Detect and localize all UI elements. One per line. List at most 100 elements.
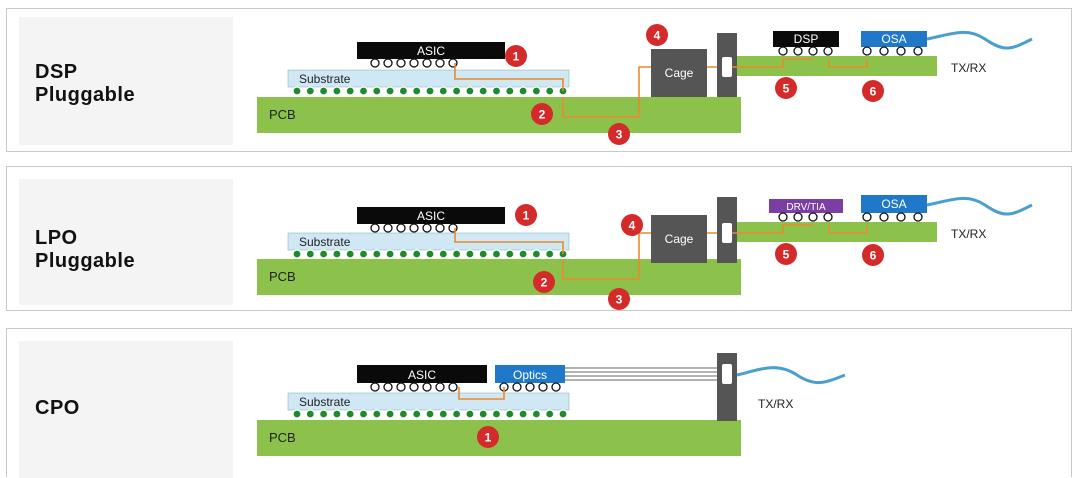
pcb-board (257, 259, 741, 295)
cpo-diagram: PCB Substrate ASIC Optics TX/RX 1 (257, 353, 846, 456)
solder-ball (438, 409, 448, 419)
solder-ball (896, 212, 906, 222)
substrate-balls (292, 409, 568, 419)
solder-ball (412, 409, 422, 419)
panel-title-line2: Pluggable (35, 250, 136, 272)
connector-slot (722, 57, 732, 77)
cage-block (651, 49, 707, 97)
solder-ball (478, 249, 488, 259)
marker-number: 2 (539, 108, 546, 122)
panel-title-line2: Pluggable (35, 84, 136, 106)
marker-circle (531, 103, 553, 125)
drv-tia-balls (778, 212, 833, 222)
osa-chip (861, 195, 927, 213)
marker-2: 2 (531, 103, 553, 125)
solder-ball (396, 382, 406, 392)
solder-ball (409, 223, 419, 233)
marker-1: 1 (505, 45, 527, 67)
panel-cpo: CPO PCB Substrate ASIC Optics TX/RX 1 (6, 328, 1072, 478)
marker-circle (608, 288, 630, 310)
marker-number: 3 (616, 128, 623, 142)
panel-title: CPO (35, 397, 80, 420)
osa-balls (862, 46, 923, 56)
asic-balls (370, 58, 458, 68)
marker-number: 4 (654, 29, 661, 43)
solder-ball (358, 409, 369, 419)
solder-ball (913, 212, 923, 222)
optics-balls (499, 382, 561, 392)
optics-chip (495, 365, 565, 383)
marker-circle (505, 45, 527, 67)
solder-ball (913, 46, 923, 56)
asic-chip (357, 42, 505, 59)
panel-title: DSP Pluggable (35, 61, 135, 107)
lpo-pluggable-diagram: PCB Substrate ASIC Cage DRV/TIA OSA TX/R… (257, 195, 1033, 310)
pcb-board (257, 97, 741, 133)
panel-title-line1: LPO (35, 227, 78, 249)
solder-ball (808, 212, 818, 222)
solder-ball (505, 409, 515, 419)
substrate-label: Substrate (299, 395, 351, 409)
solder-ball (305, 409, 315, 419)
solder-ball (545, 249, 555, 259)
solder-ball (292, 86, 302, 96)
solder-ball (398, 86, 408, 96)
solder-ball (385, 86, 395, 96)
marker-circle (775, 77, 797, 99)
solder-ball (465, 409, 475, 419)
solder-ball (793, 212, 803, 222)
solder-ball (422, 223, 432, 233)
solder-ball (512, 382, 522, 392)
marker-5: 5 (775, 77, 797, 99)
solder-ball (345, 86, 355, 96)
solder-ball (505, 249, 515, 259)
cage-block (651, 215, 707, 263)
solder-ball (412, 86, 422, 96)
dsp-label: DSP (794, 32, 819, 46)
solder-ball (435, 382, 445, 392)
marker-4: 4 (621, 214, 643, 236)
marker-number: 6 (870, 249, 877, 263)
solder-ball (422, 58, 432, 68)
marker-circle (477, 426, 499, 448)
solder-ball (305, 86, 315, 96)
dsp-balls (778, 46, 833, 56)
solder-ball (518, 249, 528, 259)
marker-number: 6 (870, 85, 877, 99)
substrate-balls (292, 86, 568, 96)
solder-ball (879, 46, 889, 56)
panel-label-box (19, 179, 233, 305)
solder-ball (332, 86, 342, 96)
solder-ball (545, 409, 555, 419)
solder-ball (370, 382, 380, 392)
solder-ball (505, 86, 515, 96)
panel-dsp-pluggable: DSP Pluggable PCB Substrate ASIC Cage DS… (6, 8, 1072, 152)
solder-ball (372, 249, 382, 259)
solder-ball (425, 409, 435, 419)
marker-5: 5 (775, 243, 797, 265)
trace-asic-substrate (454, 63, 564, 91)
drv-tia-chip (769, 199, 843, 213)
pcb-label: PCB (269, 430, 296, 445)
cage-label: Cage (665, 66, 694, 80)
marker-number: 3 (616, 293, 623, 307)
marker-number: 4 (629, 219, 636, 233)
solder-ball (778, 212, 788, 222)
solder-ball (372, 409, 382, 419)
osa-label: OSA (881, 32, 906, 46)
panel-lpo-pluggable: LPO Pluggable PCB Substrate ASIC Cage DR… (6, 166, 1072, 311)
solder-ball (518, 409, 528, 419)
asic-label: ASIC (408, 368, 436, 382)
solder-ball (823, 46, 833, 56)
optics-label: Optics (513, 368, 547, 382)
asic-label: ASIC (417, 209, 445, 223)
solder-ball (358, 86, 369, 96)
solder-ball (862, 212, 872, 222)
marker-circle (646, 24, 668, 46)
solder-ball (448, 382, 458, 392)
marker-circle (775, 243, 797, 265)
solder-ball (551, 382, 561, 392)
faceplate (717, 353, 737, 421)
solder-ball (396, 223, 406, 233)
dsp-chip (773, 31, 839, 47)
